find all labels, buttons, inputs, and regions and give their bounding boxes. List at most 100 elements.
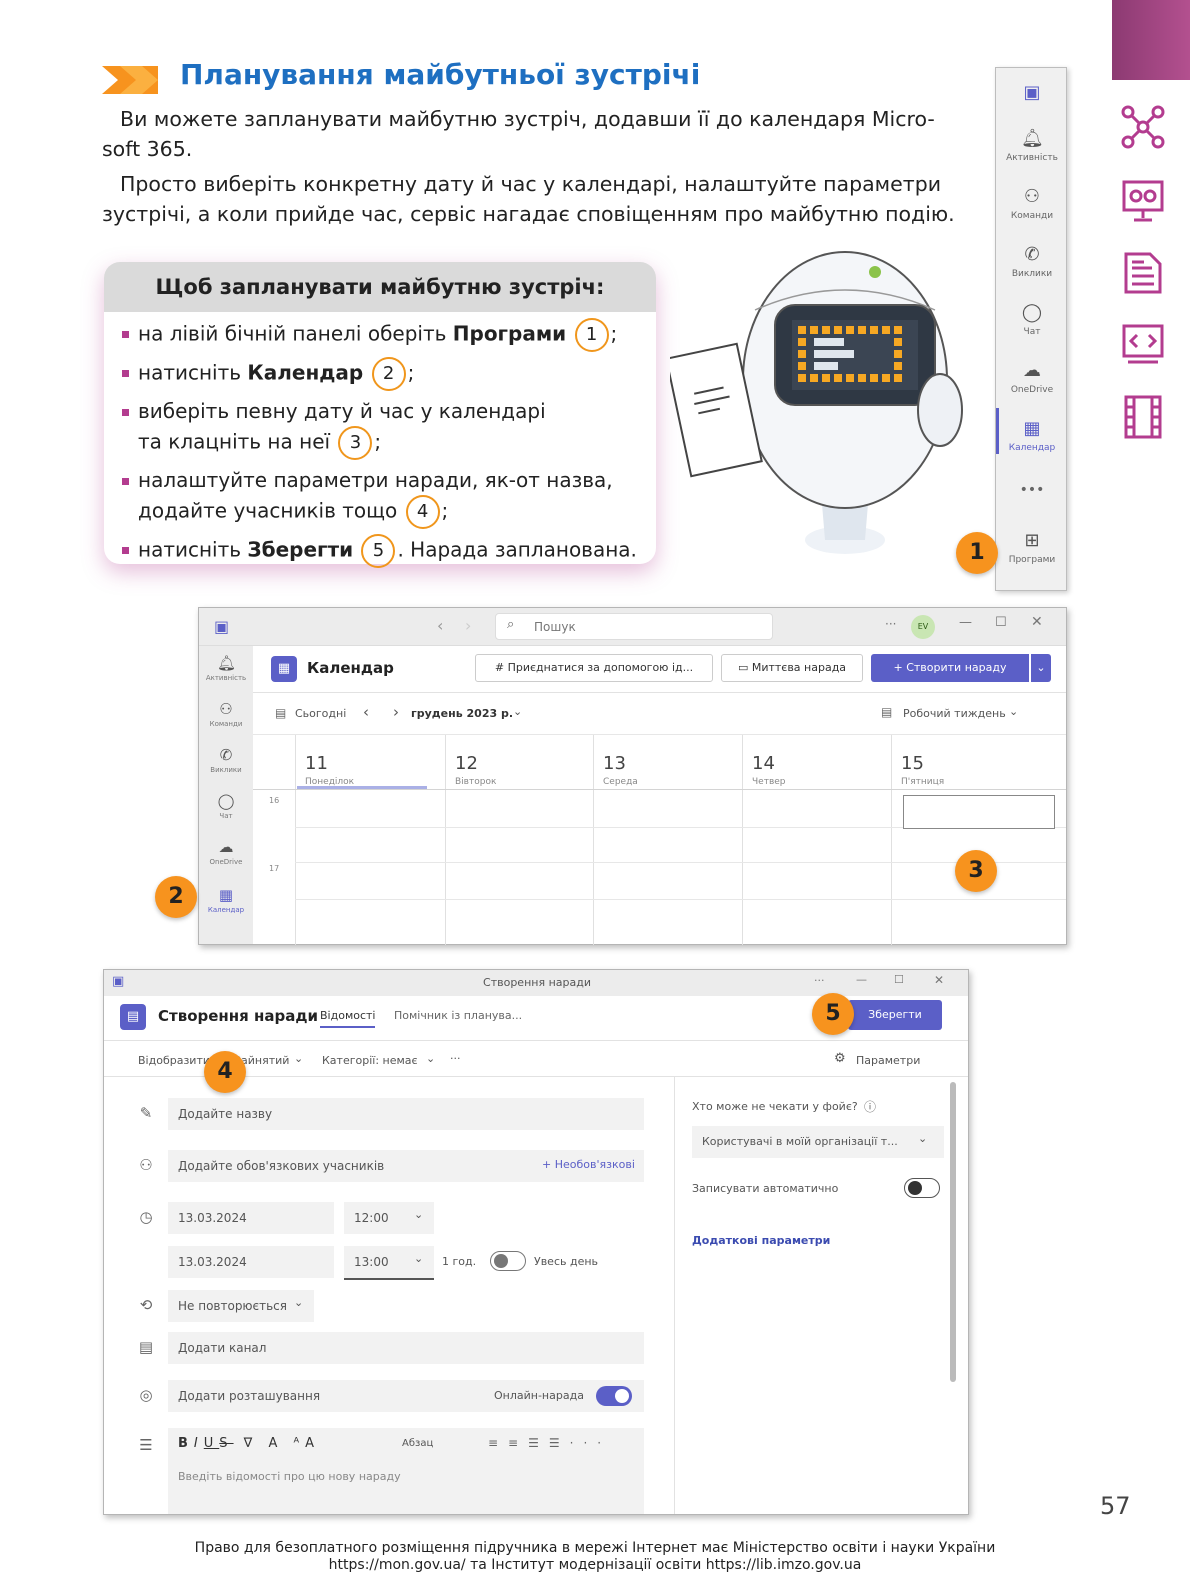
attendees-input[interactable]: Додайте обов'язкових учасників bbox=[168, 1150, 644, 1182]
end-date-input[interactable]: 13.03.2024 bbox=[168, 1246, 334, 1278]
tab-details[interactable]: Відомості bbox=[320, 1009, 376, 1028]
avatar[interactable]: EV bbox=[911, 615, 935, 639]
maximize-icon[interactable]: ☐ bbox=[995, 615, 1007, 630]
search-icon: ⌕ bbox=[507, 617, 515, 632]
document-icon bbox=[1120, 250, 1166, 296]
minimize-icon[interactable]: — bbox=[856, 973, 867, 986]
search-input[interactable]: Пошук bbox=[495, 613, 773, 640]
next-week-icon[interactable]: › bbox=[393, 703, 399, 721]
today-icon: ▤ bbox=[275, 706, 287, 720]
view-chevron-icon[interactable]: ⌄ bbox=[1009, 705, 1019, 718]
more-options-link[interactable]: Додаткові параметри bbox=[692, 1234, 831, 1247]
list-toolbar[interactable]: ≡≡☰☰··· bbox=[488, 1436, 612, 1450]
sidebar-teams[interactable]: ⚇Команди bbox=[1010, 186, 1054, 221]
category-chevron-icon[interactable]: ⌄ bbox=[426, 1052, 436, 1065]
end-time-chevron-icon[interactable]: ⌄ bbox=[414, 1252, 424, 1265]
more-options-icon[interactable]: ··· bbox=[814, 974, 825, 987]
film-icon bbox=[1120, 394, 1166, 440]
title-bar: ▣ ‹ › Пошук ⌕ ··· EV — ☐ ✕ bbox=[199, 608, 1066, 646]
presentation-icon bbox=[1120, 178, 1166, 224]
forward-arrow-icon[interactable]: › bbox=[465, 616, 472, 635]
optional-attendees-link[interactable]: + Необов'язкові bbox=[542, 1158, 635, 1171]
tab-scheduling-assistant[interactable]: Помічник із планува... bbox=[394, 1009, 523, 1022]
calendar-window: ▣ ‹ › Пошук ⌕ ··· EV — ☐ ✕ 🔔︎Активність … bbox=[198, 607, 1067, 945]
instant-meeting-button[interactable]: ▭ Миттєва нарада bbox=[721, 654, 863, 682]
category-dropdown[interactable]: Категорії: немає bbox=[322, 1054, 418, 1067]
day-name: П'ятниця bbox=[901, 777, 945, 787]
badge-1: 1 bbox=[956, 532, 998, 574]
join-with-id-button[interactable]: # Приєднатися за допомогою ід... bbox=[475, 654, 713, 682]
step-number-5: 5 bbox=[361, 534, 396, 568]
details-editor[interactable]: BIUS ∇ A ᴬA Абзац ≡≡☰☰··· Введіть відомо… bbox=[168, 1428, 644, 1514]
lobby-select[interactable]: Користувачі в моїй організації т... bbox=[692, 1126, 944, 1158]
sidebar-calls[interactable]: ✆Виклики bbox=[1011, 244, 1053, 279]
attendees-icon: ⚇ bbox=[139, 1156, 153, 1174]
format-toolbar[interactable]: BIUS ∇ A ᴬA bbox=[178, 1436, 321, 1451]
section-title: Планування майбутньої зустрічі bbox=[180, 58, 701, 91]
scrollbar[interactable] bbox=[950, 1082, 956, 1382]
location-input[interactable]: Додати розташування bbox=[168, 1380, 644, 1412]
step-number-3: 3 bbox=[338, 426, 373, 460]
rail-onedrive[interactable]: ☁OneDrive bbox=[209, 838, 243, 866]
network-icon bbox=[1120, 104, 1166, 150]
sidebar-activity[interactable]: 🔔︎Активність bbox=[1006, 128, 1058, 163]
record-auto-toggle[interactable] bbox=[904, 1178, 940, 1198]
start-time-chevron-icon[interactable]: ⌄ bbox=[414, 1208, 424, 1221]
rail-activity[interactable]: 🔔︎Активність bbox=[205, 654, 247, 682]
maximize-icon[interactable]: ☐ bbox=[894, 973, 904, 986]
calendar-title: Календар bbox=[307, 659, 394, 677]
more-options-icon[interactable]: ··· bbox=[450, 1052, 461, 1065]
instructions-heading: Щоб запланувати майбутню зустріч: bbox=[104, 262, 656, 312]
sidebar-apps[interactable]: ⊞Програми bbox=[1008, 530, 1056, 565]
step-1: на лівій бічній панелі оберіть Програми … bbox=[122, 318, 652, 352]
selected-time-slot[interactable] bbox=[903, 795, 1055, 829]
day-number: 15 bbox=[901, 753, 924, 774]
day-number: 14 bbox=[752, 753, 775, 774]
create-meeting-button[interactable]: + Створити нараду bbox=[871, 654, 1029, 682]
today-button[interactable]: Сьогодні bbox=[295, 707, 347, 720]
rail-teams[interactable]: ⚇Команди bbox=[209, 700, 243, 728]
intro-paragraph-1: Ви можете запланувати майбутню зустріч, … bbox=[102, 107, 935, 161]
end-time-select[interactable]: 13:00 bbox=[344, 1246, 434, 1280]
create-dropdown-chevron-icon[interactable]: ⌄ bbox=[1031, 654, 1051, 682]
repeat-select[interactable]: Не повторюється bbox=[168, 1290, 314, 1322]
teams-logo-icon: ▣ bbox=[112, 974, 125, 989]
all-day-toggle[interactable] bbox=[490, 1251, 526, 1271]
minimize-icon[interactable]: — bbox=[959, 615, 972, 630]
title-input[interactable]: Додайте назву bbox=[168, 1098, 644, 1130]
meeting-title: Створення наради bbox=[158, 1007, 318, 1025]
month-selector[interactable]: грудень 2023 р. bbox=[411, 707, 514, 720]
close-icon[interactable]: ✕ bbox=[934, 973, 945, 987]
start-date-input[interactable]: 13.03.2024 bbox=[168, 1202, 334, 1234]
save-button[interactable]: Зберегти bbox=[848, 1000, 942, 1030]
robot-illustration bbox=[670, 251, 963, 554]
online-meeting-toggle[interactable] bbox=[596, 1386, 632, 1406]
sidebar-calendar[interactable]: ▦Календар bbox=[1008, 418, 1056, 453]
sidebar-onedrive[interactable]: ☁OneDrive bbox=[1010, 360, 1054, 395]
corner-color-tab bbox=[1112, 0, 1190, 80]
close-icon[interactable]: ✕ bbox=[1031, 614, 1043, 630]
title-bar: ▣ Створення наради ··· — ☐ ✕ bbox=[104, 970, 968, 996]
show-as-chevron-icon[interactable]: ⌄ bbox=[294, 1052, 304, 1065]
sidebar-chat[interactable]: ◯Чат bbox=[1021, 302, 1043, 337]
pencil-icon: ✎ bbox=[139, 1104, 153, 1122]
sidebar-more[interactable]: ••• bbox=[996, 482, 1068, 498]
calendar-header-icon: ▦ bbox=[271, 656, 297, 682]
lobby-chevron-icon[interactable]: ⌄ bbox=[918, 1132, 928, 1145]
more-options-icon[interactable]: ··· bbox=[885, 617, 897, 631]
repeat-chevron-icon[interactable]: ⌄ bbox=[294, 1296, 304, 1309]
code-screen-icon bbox=[1120, 322, 1166, 368]
view-selector[interactable]: Робочий тиждень bbox=[903, 707, 1006, 720]
month-chevron-icon[interactable]: ⌄ bbox=[513, 705, 523, 718]
paragraph-style-select[interactable]: Абзац bbox=[402, 1438, 434, 1449]
prev-week-icon[interactable]: ‹ bbox=[363, 703, 369, 721]
settings-button[interactable]: Параметри bbox=[856, 1054, 921, 1067]
rail-calls[interactable]: ✆Виклики bbox=[210, 746, 242, 774]
cloud-icon: ☁ bbox=[1023, 360, 1041, 381]
rail-calendar[interactable]: ▦Календар bbox=[207, 886, 245, 914]
rail-chat[interactable]: ◯Чат bbox=[217, 792, 235, 820]
back-arrow-icon[interactable]: ‹ bbox=[437, 616, 444, 635]
channel-input[interactable]: Додати канал bbox=[168, 1332, 644, 1364]
start-time-select[interactable]: 12:00 bbox=[344, 1202, 434, 1234]
details-input[interactable]: Введіть відомості про цю нову нараду bbox=[178, 1470, 401, 1483]
